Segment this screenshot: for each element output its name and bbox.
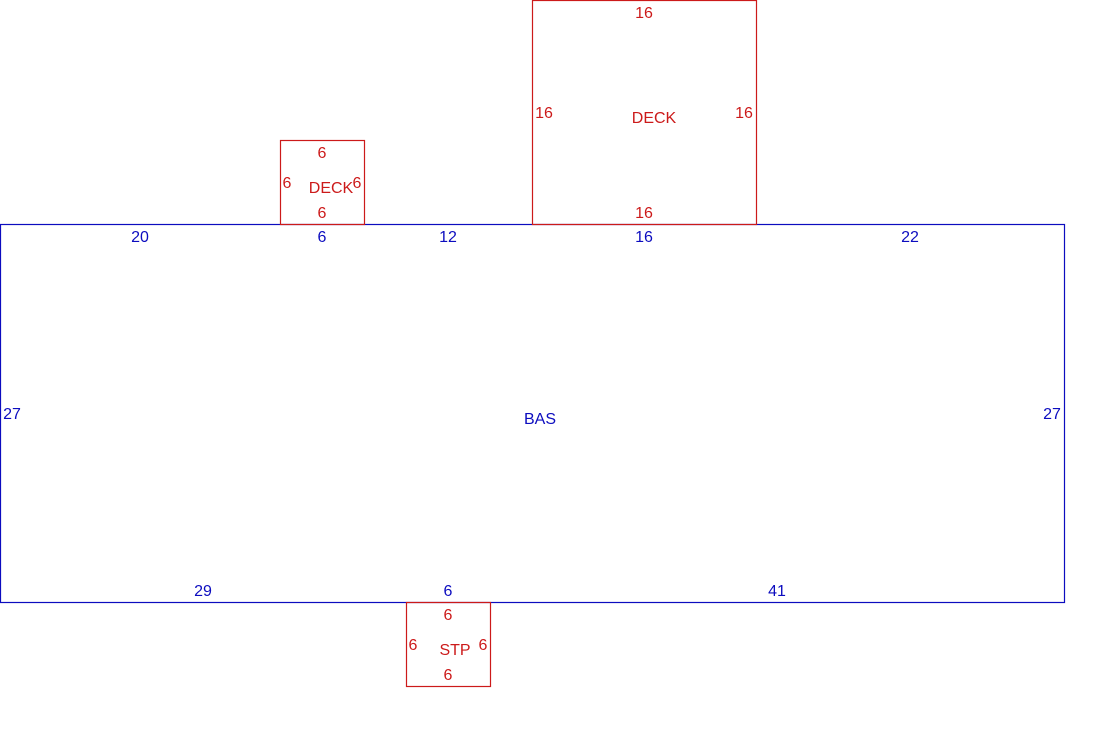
- stoop-left-dim: 6: [409, 637, 418, 654]
- stoop-top-dim: 6: [444, 607, 453, 624]
- main-area-label: BAS: [524, 411, 556, 428]
- deck-small-bottom-dim: 6: [318, 205, 327, 222]
- main-bottom-dim-2: 6: [444, 583, 453, 600]
- deck-large-bottom-dim: 16: [635, 205, 653, 222]
- deck-small-group: DECK 6 6 6 6: [279, 139, 366, 226]
- main-bottom-dim-3: 41: [768, 583, 786, 600]
- deck-large-left-dim: 16: [535, 105, 553, 122]
- main-top-dim-4: 16: [635, 229, 653, 246]
- deck-small-label: DECK: [309, 180, 354, 197]
- deck-small-left-dim: 6: [283, 175, 292, 192]
- main-top-dim-3: 12: [439, 229, 457, 246]
- stoop-label: STP: [439, 642, 470, 659]
- deck-large-right-dim: 16: [735, 105, 753, 122]
- main-left-dim: 27: [3, 406, 21, 423]
- main-top-dim-2: 6: [318, 229, 327, 246]
- deck-small-right-dim: 6: [353, 175, 362, 192]
- deck-large-label: DECK: [632, 110, 677, 127]
- stoop-right-dim: 6: [479, 637, 488, 654]
- stoop-bottom-dim: 6: [444, 667, 453, 684]
- main-top-dim-5: 22: [901, 229, 919, 246]
- stoop-outline: [405, 601, 492, 688]
- main-top-dim-1: 20: [131, 229, 149, 246]
- deck-small-outline: [279, 139, 366, 226]
- deck-large-outline: [531, 0, 758, 226]
- stoop-group: STP 6 6 6 6: [405, 601, 492, 688]
- deck-large-top-dim: 16: [635, 5, 653, 22]
- deck-large-group: DECK 16 16 16 16: [531, 0, 758, 226]
- main-right-dim: 27: [1043, 406, 1061, 423]
- main-bottom-dim-1: 29: [194, 583, 212, 600]
- main-area-group: BAS 20 6 12 16 22 27 27 29 6 41: [0, 223, 1066, 604]
- deck-small-top-dim: 6: [318, 145, 327, 162]
